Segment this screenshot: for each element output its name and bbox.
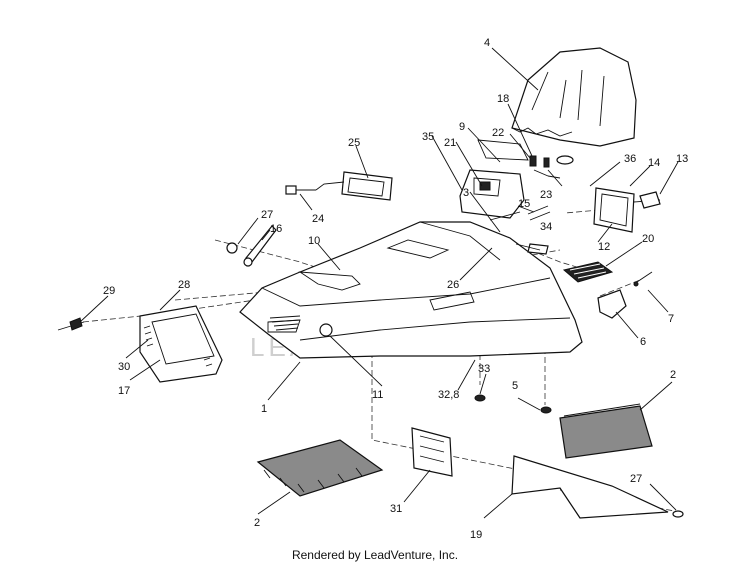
- callout-5: 5: [512, 380, 518, 392]
- washers: [474, 394, 684, 518]
- callout-6: 6: [640, 336, 646, 348]
- dash-panel-part: [459, 139, 529, 219]
- callout-7: 7: [668, 313, 674, 325]
- hinge-part: [226, 225, 277, 267]
- foam-pad-left-part: [256, 439, 384, 497]
- callout-21: 21: [444, 137, 456, 149]
- belly-pan-part: [511, 455, 669, 519]
- hood-part: [239, 221, 583, 359]
- callout-24: 24: [312, 213, 324, 225]
- windshield-part: [511, 47, 637, 147]
- callout-31: 31: [390, 503, 402, 515]
- footer-credit: Rendered by LeadVenture, Inc.: [291, 548, 459, 562]
- callout-1: 1: [261, 403, 267, 415]
- callout-14: 14: [648, 157, 660, 169]
- leader-lines: [79, 47, 679, 519]
- callout-27-bottom: 27: [630, 473, 642, 485]
- callout-2-right: 2: [670, 369, 676, 381]
- callout-2-left: 2: [254, 517, 260, 529]
- callout-32-8: 32,8: [438, 389, 459, 401]
- callout-20: 20: [642, 233, 654, 245]
- callout-3: 3: [463, 187, 469, 199]
- decal-part: [411, 427, 453, 477]
- grille-bolt-part: [57, 317, 85, 331]
- fastener-part: [639, 191, 661, 209]
- clip-part: [597, 271, 653, 319]
- callout-34: 34: [540, 221, 552, 233]
- callout-29: 29: [103, 285, 115, 297]
- callout-25: 25: [348, 137, 360, 149]
- callout-23: 23: [540, 189, 552, 201]
- callout-13: 13: [676, 153, 688, 165]
- callout-27-top: 27: [261, 209, 273, 221]
- foam-pad-right-part: [559, 403, 653, 459]
- hood-vent-grille: [269, 315, 301, 331]
- callout-36: 36: [624, 153, 636, 165]
- callout-22: 22: [492, 127, 504, 139]
- callout-12: 12: [598, 241, 610, 253]
- callout-16: 16: [270, 223, 282, 235]
- callout-18: 18: [497, 93, 509, 105]
- callout-4: 4: [484, 37, 490, 49]
- latch-part: [489, 205, 551, 255]
- callout-19: 19: [470, 529, 482, 541]
- callout-17: 17: [118, 385, 130, 397]
- step-pad-part: [562, 261, 614, 283]
- callout-9: 9: [459, 121, 465, 133]
- callout-30: 30: [118, 361, 130, 373]
- callout-35: 35: [422, 131, 434, 143]
- callout-28: 28: [178, 279, 190, 291]
- bolt-part: [285, 181, 345, 195]
- small-hardware: [529, 155, 574, 179]
- callout-26: 26: [447, 279, 459, 291]
- front-grille-part: [139, 305, 223, 383]
- callout-11: 11: [372, 389, 383, 401]
- callout-labels: 1 2 2 3 4 5 6 7 32,8 9 10 11 12 13 14 15…: [103, 37, 688, 541]
- headlight-lens-part: [341, 171, 393, 201]
- callout-15: 15: [518, 198, 530, 210]
- callout-33: 33: [478, 363, 490, 375]
- callout-10: 10: [308, 235, 320, 247]
